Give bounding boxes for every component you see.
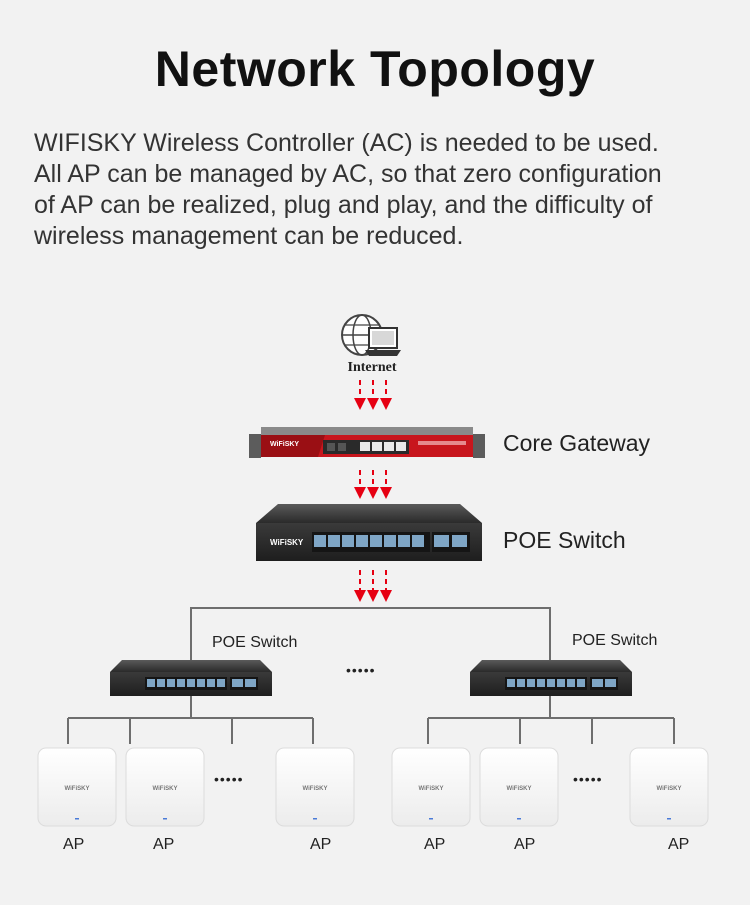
sub-poe-switch-left (110, 660, 272, 696)
description-line: of AP can be realized, plug and play, an… (34, 191, 653, 219)
gateway-brand: WiFiSKY (270, 441, 299, 448)
connection-lines (67, 607, 675, 744)
page-title: Network Topology (154, 41, 596, 97)
description-line: wireless management can be reduced. (34, 222, 464, 250)
ap-device: WiFiSKY (629, 747, 709, 827)
switch-ellipsis: ••••• (346, 662, 376, 678)
ap-label: AP (424, 836, 446, 853)
sub-switch-right-label: POE Switch (572, 632, 658, 649)
ap-brand: WiFiSKY (153, 786, 178, 792)
ap-brand: WiFiSKY (419, 786, 444, 792)
ap-label: AP (514, 836, 536, 853)
ap-ellipsis-right: ••••• (573, 771, 603, 787)
description-line: WIFISKY Wireless Controller (AC) is need… (34, 129, 659, 157)
internet-label: Internet (348, 360, 397, 375)
core-gateway-label: Core Gateway (503, 430, 651, 456)
ap-label: AP (153, 836, 175, 853)
core-gateway-device: WiFiSKY (249, 427, 485, 458)
description: WIFISKY Wireless Controller (AC) is need… (34, 128, 724, 252)
ap-brand: WiFiSKY (507, 786, 532, 792)
switch-arrows (354, 570, 392, 602)
uplink-arrows (354, 380, 392, 410)
sub-switch-left-label: POE Switch (212, 634, 298, 651)
main-switch-brand: WiFiSKY (270, 538, 304, 547)
ap-brand: WiFiSKY (657, 786, 682, 792)
main-switch-label: POE Switch (503, 527, 626, 553)
ap-device: WiFiSKY (125, 747, 205, 827)
ap-device: WiFiSKY (391, 747, 471, 827)
ap-label: AP (668, 836, 690, 853)
main-poe-switch-device: WiFiSKY (256, 504, 482, 561)
ap-device: WiFiSKY (275, 747, 355, 827)
gateway-arrows (354, 470, 392, 499)
ap-label: AP (310, 836, 332, 853)
ap-ellipsis-left: ••••• (214, 771, 244, 787)
ap-device: WiFiSKY (37, 747, 117, 827)
description-line: All AP can be managed by AC, so that zer… (34, 160, 662, 188)
ap-brand: WiFiSKY (65, 786, 90, 792)
sub-poe-switch-right (470, 660, 632, 696)
ap-device: WiFiSKY (479, 747, 559, 827)
internet-icon (341, 314, 401, 356)
ap-brand: WiFiSKY (303, 786, 328, 792)
ap-label: AP (63, 836, 85, 853)
